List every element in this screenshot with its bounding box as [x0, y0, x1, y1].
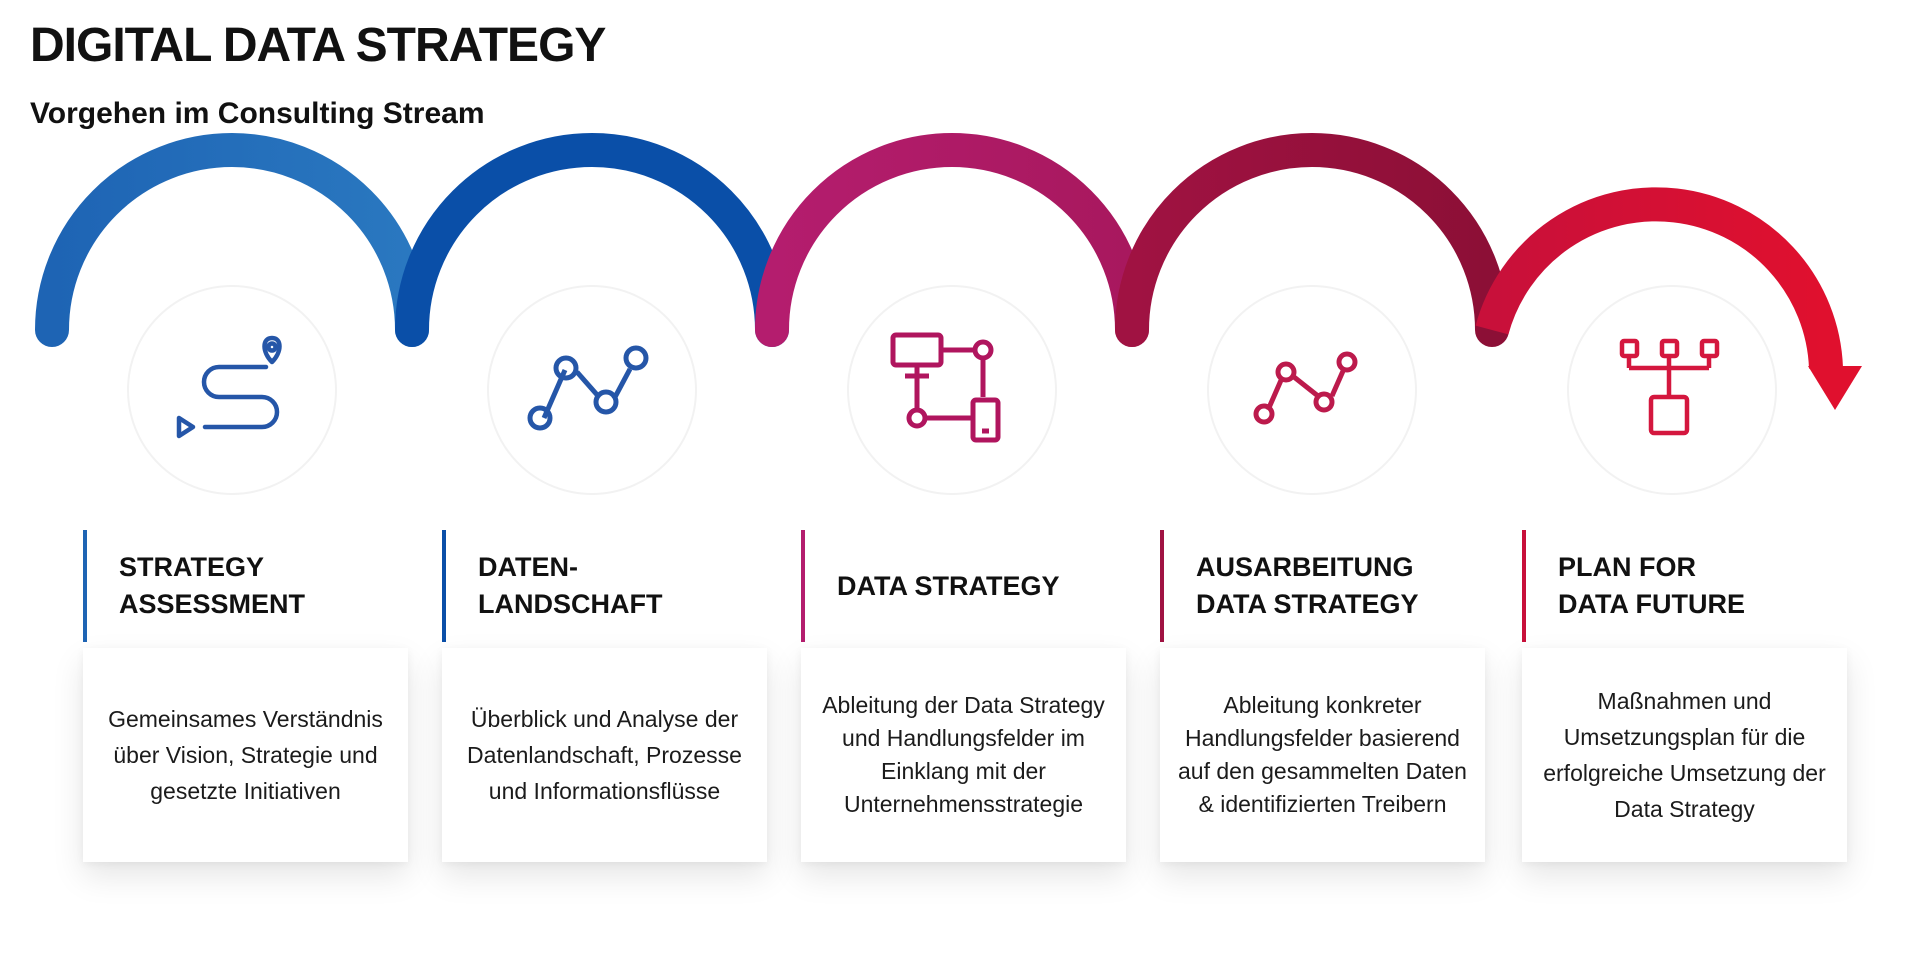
- step-card-data-strategy: Ableitung der Data Strategy und Handlung…: [801, 648, 1126, 862]
- step-title-plan-for-data-future: PLAN FOR DATA FUTURE: [1522, 530, 1852, 642]
- flow-arc-4: [1115, 133, 1509, 347]
- flow-arc-5: [1475, 187, 1843, 369]
- icon-circle-3: [847, 285, 1057, 495]
- flow-arc-1: [35, 133, 429, 347]
- flow-arc-2: [395, 133, 789, 347]
- flow-arc-3: [755, 133, 1149, 347]
- page-subtitle: Vorgehen im Consulting Stream: [30, 97, 485, 130]
- step-card-strategy-assessment: Gemeinsames Verständnis über Vision, Str…: [83, 648, 408, 862]
- step-card-datenlandschaft: Überblick und Analyse der Datenlandschaf…: [442, 648, 767, 862]
- step-title-strategy-assessment: STRATEGY ASSESSMENT: [83, 530, 413, 642]
- step-title-ausarbeitung: AUSARBEITUNG DATA STRATEGY: [1160, 530, 1490, 642]
- icon-circle-1: [127, 285, 337, 495]
- device-network-icon: [890, 332, 1001, 443]
- hierarchy-icon: [1619, 338, 1720, 436]
- route-path-icon: [176, 335, 282, 439]
- step-title-datenlandschaft: DATEN- LANDSCHAFT: [442, 530, 762, 642]
- page-title: DIGITAL DATA STRATEGY: [30, 19, 606, 72]
- line-graph-icon: [1253, 351, 1358, 425]
- icon-circle-5: [1567, 285, 1777, 495]
- step-card-ausarbeitung: Ableitung konkreter Handlungsfelder basi…: [1160, 648, 1485, 862]
- line-graph-icon: [527, 345, 649, 431]
- step-card-plan-for-data-future: Maßnahmen und Umsetzungsplan für die erf…: [1522, 648, 1847, 862]
- step-title-data-strategy: DATA STRATEGY: [801, 530, 1131, 642]
- arrow-head-icon: [1808, 366, 1862, 410]
